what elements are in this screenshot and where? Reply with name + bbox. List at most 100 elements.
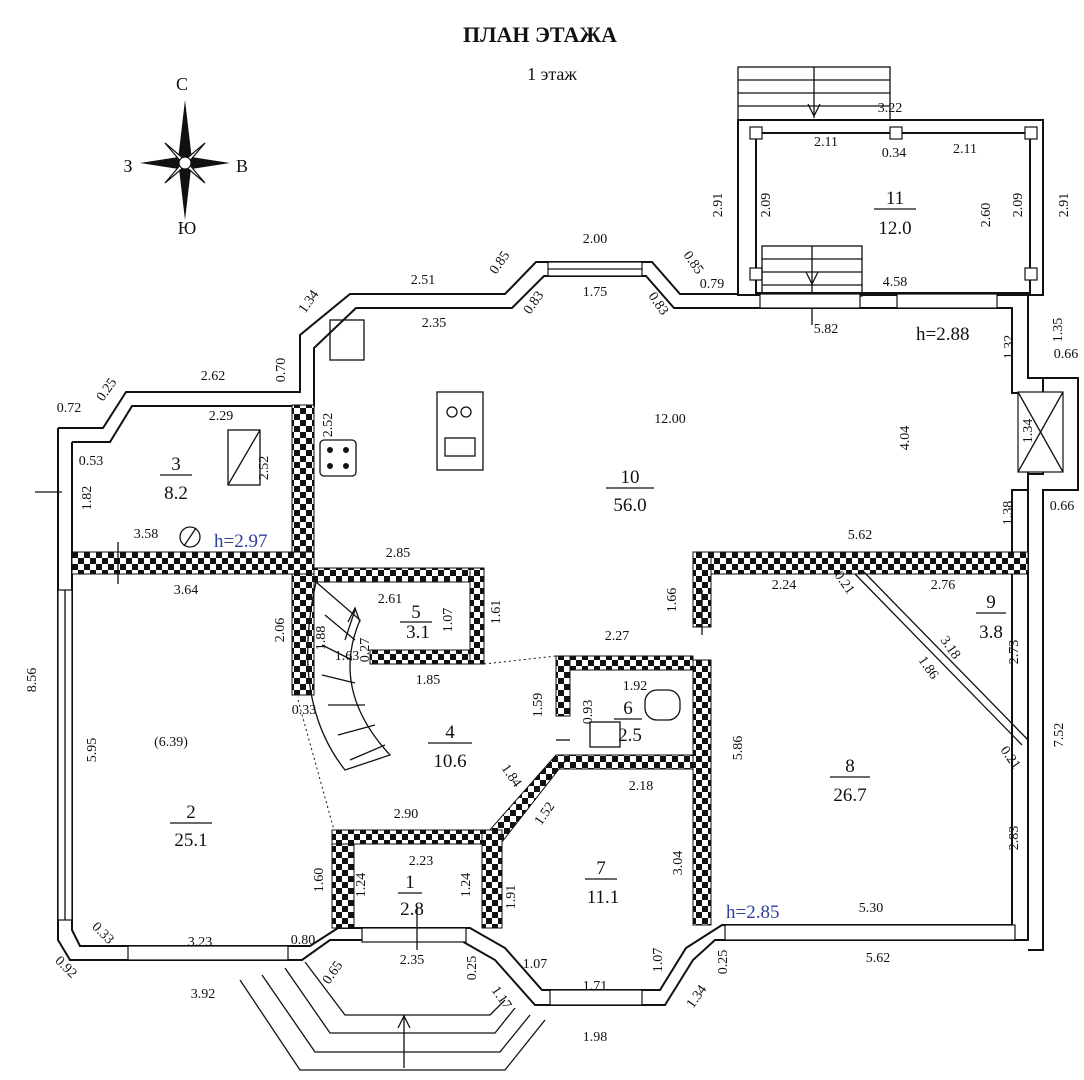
dimension-label: 5.62	[866, 951, 891, 966]
entrance-porch	[239, 961, 546, 1071]
dimension-label: 1.32	[1002, 335, 1017, 360]
room-area: 3.8	[979, 622, 1003, 643]
room-label: 11 12.0	[874, 188, 916, 239]
dimension-label: 1.75	[583, 285, 608, 300]
dimension-label: 2.35	[422, 316, 447, 331]
dimension-label: 2.91	[1057, 193, 1072, 218]
room-label: 9 3.8	[976, 592, 1006, 643]
room-label: 4 10.6	[428, 722, 472, 772]
dimension-label: 2.29	[209, 409, 234, 424]
dimension-label: 2.06	[273, 618, 288, 643]
dimension-label: 0.25	[94, 376, 120, 405]
room-area: 12.0	[878, 218, 911, 239]
dotted-lines	[297, 655, 557, 831]
dimension-label: 0.72	[57, 401, 82, 416]
dimension-label: 1.38	[1001, 501, 1016, 526]
dimension-label: 2.18	[629, 779, 654, 794]
ceiling-height: h=2.85	[726, 902, 779, 923]
room-label: 5 3.1	[400, 602, 432, 643]
dimension-label: 2.11	[953, 142, 977, 157]
dimension-label: (6.39)	[154, 735, 188, 750]
room-number: 1	[405, 872, 415, 893]
room-area: 26.7	[833, 785, 866, 806]
dimension-label: 1.34	[1021, 419, 1036, 444]
dimension-label: 1.98	[583, 1030, 608, 1045]
dimension-label: 2.61	[378, 592, 403, 607]
dimension-label: 0.66	[1054, 347, 1079, 362]
dimension-label: 1.60	[312, 868, 327, 893]
dimension-label: 1.59	[531, 693, 546, 718]
dimension-label: 0.25	[465, 956, 480, 981]
dimension-label: 12.00	[654, 412, 686, 427]
room-label: 3 8.2	[160, 454, 192, 504]
dimension-label: 4.04	[898, 426, 913, 451]
room-number: 11	[886, 188, 904, 209]
dimension-label: 1.63	[335, 649, 360, 664]
dimension-label: 3.18	[937, 634, 963, 663]
dimension-label: 0.85	[487, 249, 513, 278]
room-area: 3.1	[406, 622, 430, 643]
room-number: 9	[986, 592, 996, 613]
dimension-label: 1.17	[488, 984, 514, 1013]
dimension-label: 2.09	[1011, 193, 1026, 218]
dimension-label: 1.07	[441, 608, 456, 633]
dimension-label: 2.00	[583, 232, 608, 247]
room-number: 3	[171, 454, 181, 475]
compass-north-label: С	[176, 74, 188, 94]
dimension-label: 1.66	[665, 588, 680, 613]
staircase	[307, 580, 392, 771]
room-number: 5	[411, 602, 421, 623]
dimension-label: 4.58	[883, 275, 908, 290]
compass-icon: С Ю З В	[123, 74, 248, 238]
room-number: 10	[621, 467, 640, 488]
ceiling-height: h=2.88	[916, 324, 969, 345]
dimension-label: 2.24	[772, 578, 797, 593]
room-number: 6	[623, 698, 633, 719]
dimension-label: 1.34	[296, 288, 322, 317]
dimension-label: 2.52	[257, 456, 272, 481]
dimension-label: 3.22	[878, 101, 903, 116]
dimension-label: 5.95	[85, 738, 100, 763]
room-area: 10.6	[433, 751, 466, 772]
room-labels: 1 2.8 2 25.1 3 8.2 4 10.6 5 3.1 6 2.5	[160, 188, 1006, 920]
dimension-label: 2.90	[394, 807, 419, 822]
plan-title: ПЛАН ЭТАЖА	[463, 22, 617, 47]
dimension-label: 5.62	[848, 528, 873, 543]
dimension-label: 0.33	[89, 920, 117, 948]
dimension-label: 0.92	[52, 954, 80, 982]
dimension-label: 1.82	[80, 486, 95, 511]
dimension-label: 1.07	[523, 957, 548, 972]
windows	[57, 261, 1064, 1006]
dimension-label: 1.24	[354, 873, 369, 898]
dimension-label: 2.11	[814, 135, 838, 150]
room-number: 4	[445, 722, 455, 743]
room-area: 2.5	[618, 725, 642, 746]
dimension-label: 1.24	[459, 873, 474, 898]
room-number: 8	[845, 756, 855, 777]
dimension-label: 2.60	[979, 203, 994, 228]
dimension-label: 2.09	[759, 193, 774, 218]
dimension-label: 5.82	[814, 322, 839, 337]
dimension-label: 1.92	[623, 679, 648, 694]
dimension-label: 1.71	[583, 979, 608, 994]
dimension-label: 1.34	[684, 983, 710, 1012]
room-area: 8.2	[164, 483, 188, 504]
dimension-label: 2.91	[711, 193, 726, 218]
dimension-label: 0.80	[291, 933, 316, 948]
ceiling-height: h=2.97	[214, 531, 267, 552]
dimension-label: 0.33	[292, 703, 317, 718]
terrace-outline	[737, 66, 1044, 325]
dimension-label: 0.34	[882, 146, 907, 161]
room-area: 11.1	[587, 887, 620, 908]
dimension-label: 1.88	[314, 626, 329, 651]
interior-walls	[71, 404, 1029, 929]
dimension-label: 1.85	[416, 673, 441, 688]
compass-west-label: З	[123, 156, 132, 176]
dimension-label: 7.52	[1052, 723, 1067, 748]
dimension-label: 2.73	[1007, 640, 1022, 665]
dimension-label: 3.04	[671, 851, 686, 876]
dimension-label: 2.35	[400, 953, 425, 968]
dimension-label: 0.27	[358, 638, 373, 663]
plan-subtitle: 1 этаж	[527, 64, 577, 84]
dimension-label: 3.64	[174, 583, 199, 598]
